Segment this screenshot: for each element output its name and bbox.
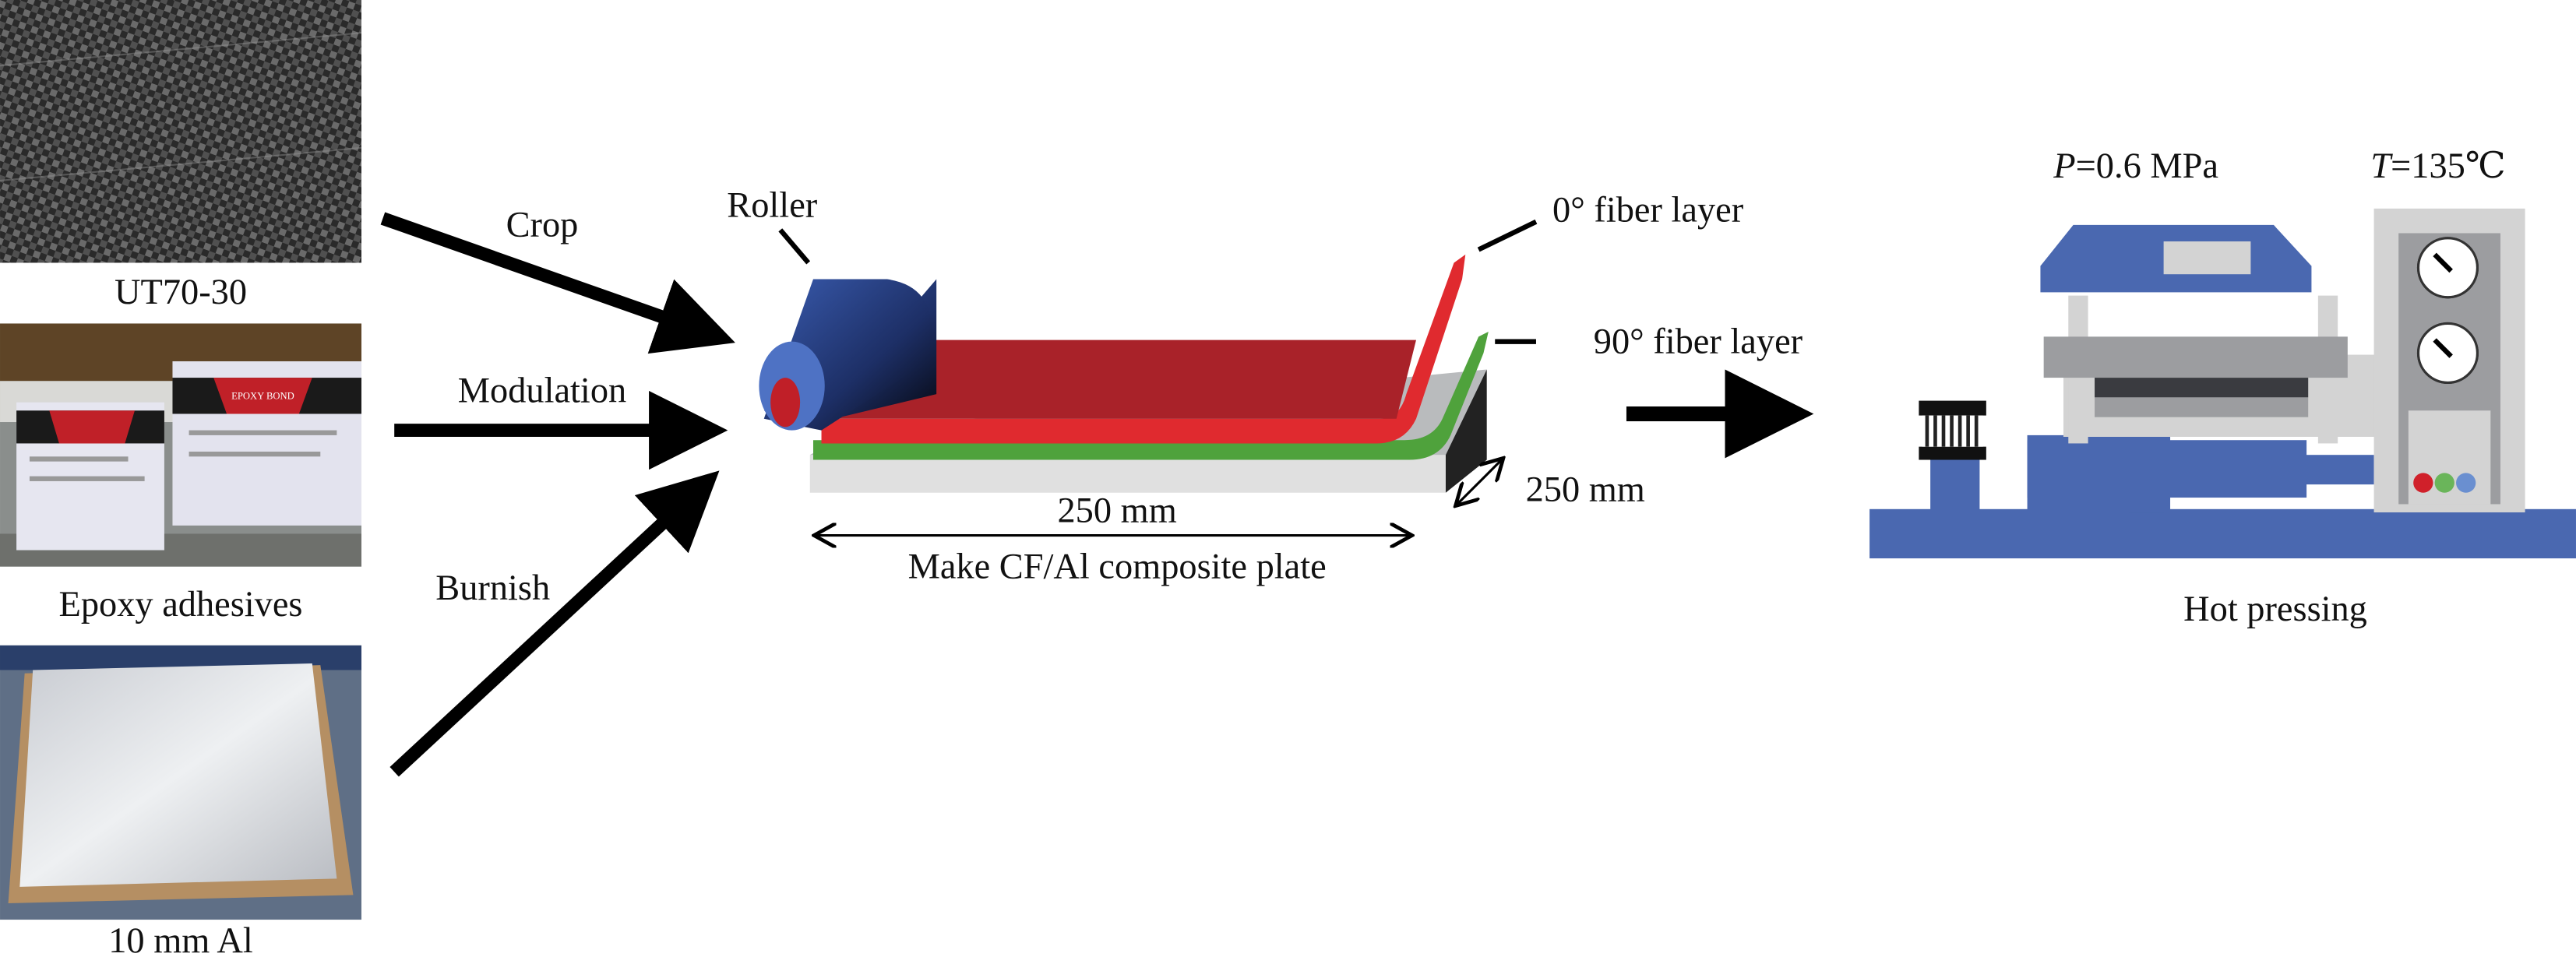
width-label: 250 mm	[1526, 470, 1645, 509]
burnish-arrow	[389, 470, 720, 777]
aluminum-label: 10 mm Al	[108, 921, 253, 961]
pressure-symbol: P	[2053, 146, 2075, 186]
epoxy-adhesives-label: Epoxy adhesives	[59, 585, 303, 624]
crop-label: Crop	[506, 206, 579, 245]
epoxy-brand-logo: EPOXY BOND	[231, 390, 294, 401]
length-label: 250 mm	[1058, 491, 1177, 531]
carbon-fabric-label: UT70-30	[115, 273, 247, 312]
heating-coil	[1919, 400, 1986, 460]
fiber-90-label: 90° fiber layer	[1594, 322, 1803, 361]
roller-label: Roller	[727, 185, 817, 225]
temperature-symbol: T	[2370, 146, 2393, 186]
composite-layup	[759, 254, 1489, 493]
width-dimension-arrow	[1457, 460, 1502, 505]
fiber-0-leader	[1477, 219, 1538, 252]
burnish-label: Burnish	[435, 568, 550, 608]
fiber-90-layer	[812, 332, 1489, 460]
aluminum-plate-photo	[0, 645, 362, 920]
roller-rod	[770, 378, 801, 427]
control-cabinet	[2373, 208, 2525, 513]
layup-caption: Make CF/Al composite plate	[908, 547, 1327, 586]
epoxy-adhesives-photo: EPOXY BOND	[0, 323, 362, 567]
temperature-value: =135℃	[2391, 146, 2506, 186]
modulation-label: Modulation	[458, 371, 626, 411]
hot-press-machine	[1869, 208, 2576, 559]
hot-pressing-caption: Hot pressing	[2183, 589, 2367, 629]
pressure-value: =0.6 MPa	[2076, 146, 2218, 186]
carbon-fabric-photo	[0, 0, 362, 263]
roller-leader	[778, 228, 811, 265]
temperature-label: T=135℃	[2370, 146, 2505, 186]
crop-arrow	[380, 212, 735, 354]
pressure-label: P=0.6 MPa	[2053, 146, 2218, 186]
fiber-0-label: 0° fiber layer	[1552, 191, 1744, 230]
fiber-0-layer	[821, 254, 1466, 444]
aluminum-plate	[809, 455, 1446, 493]
